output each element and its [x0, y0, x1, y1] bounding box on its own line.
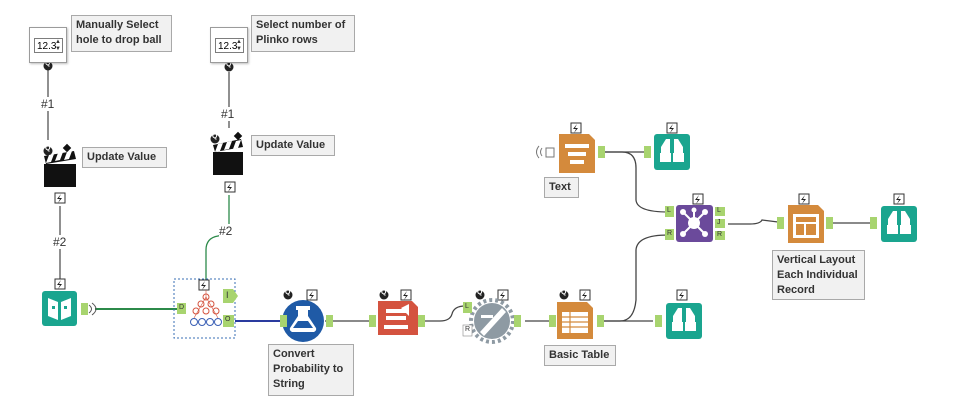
formula-tool[interactable] — [282, 300, 324, 342]
numeric-value: 12.3 — [37, 41, 57, 52]
spinner-arrows-icon[interactable]: ▲▼ — [55, 39, 61, 52]
text-input-tool[interactable] — [559, 134, 595, 173]
numeric-up-down-2-annotation: Select number of Plinko rows — [251, 15, 355, 52]
numeric-up-down-1-annotation: Manually Select hole to drop ball — [71, 15, 172, 52]
q-anchor[interactable] — [379, 290, 389, 300]
q-anchor[interactable] — [43, 146, 53, 156]
basic-table-tool[interactable] — [557, 302, 593, 339]
text-input-annotation: Text — [544, 177, 579, 198]
q-anchors — [43, 61, 569, 300]
output-anchor[interactable] — [597, 315, 604, 327]
input-anchor-r[interactable] — [665, 229, 674, 240]
connection-table-to-union-r[interactable] — [600, 234, 669, 322]
output-anchor[interactable] — [598, 146, 605, 158]
q-anchor-label: Q — [561, 289, 567, 296]
overlay-tool[interactable] — [469, 298, 515, 344]
q-anchor[interactable] — [43, 61, 53, 71]
connection-name: #1 — [41, 97, 55, 111]
input-anchor[interactable] — [549, 315, 556, 327]
connection-union-to-layout[interactable] — [728, 219, 779, 225]
connection-update2-to-plinko[interactable] — [205, 195, 230, 282]
numeric-up-down-tool-1[interactable]: 12.3 ▲▼ — [29, 27, 67, 63]
app-interface-tool[interactable] — [42, 291, 77, 326]
input-anchor[interactable] — [655, 315, 662, 327]
anchor-d-label: D — [179, 304, 185, 311]
q-anchor[interactable] — [210, 134, 220, 144]
basic-table-annotation: Basic Table — [544, 345, 616, 366]
connection-name: #1 — [221, 107, 235, 121]
input-anchor[interactable] — [280, 315, 287, 327]
q-anchor-label: Q — [285, 289, 291, 296]
anchor-i-label: I — [226, 290, 229, 300]
spinner-arrows-icon[interactable]: ▲▼ — [236, 39, 242, 52]
union-tool[interactable] — [676, 205, 713, 242]
connection-name: #2 — [53, 235, 67, 249]
layout-tool[interactable] — [788, 205, 824, 243]
action-tool-update-value-2[interactable] — [213, 131, 243, 175]
q-anchor-label: Q — [381, 289, 387, 296]
output-anchor[interactable] — [81, 303, 88, 315]
output-anchor[interactable] — [418, 315, 425, 327]
anchor-r-label: R — [717, 231, 723, 238]
formula-annotation: Convert Probability to String — [268, 344, 354, 396]
numeric-value: 12.3 — [218, 41, 238, 52]
input-anchor[interactable] — [369, 315, 376, 327]
numeric-up-down-tool-2[interactable]: 12.3 ▲▼ — [210, 27, 248, 63]
browse-tool-layout[interactable] — [881, 206, 917, 242]
layout-annotation: Vertical Layout Each Individual Record — [772, 250, 865, 300]
anchor-r-label: R — [667, 230, 673, 237]
q-anchor-label: Q — [477, 289, 483, 296]
q-anchor[interactable] — [224, 62, 234, 72]
connection-name: #2 — [219, 224, 233, 238]
output-anchor[interactable] — [826, 217, 833, 229]
anchor-l-label: L — [717, 207, 721, 214]
q-anchor-label: Q — [45, 145, 51, 152]
anchor-j-label: J — [717, 219, 721, 226]
q-anchor[interactable] — [559, 290, 569, 300]
q-anchor[interactable] — [283, 290, 293, 300]
connections — [47, 70, 873, 322]
browse-tool-text[interactable] — [654, 134, 690, 170]
radio-wave-icon — [536, 145, 555, 159]
output-anchor[interactable] — [514, 315, 521, 327]
input-anchor-d[interactable] — [177, 303, 186, 314]
plinko-macro-tool[interactable] — [173, 278, 236, 339]
input-anchor[interactable] — [777, 217, 784, 229]
update-value-1-annotation: Update Value — [82, 147, 167, 168]
input-anchor[interactable] — [644, 146, 651, 158]
q-anchor[interactable] — [475, 290, 485, 300]
output-anchor-r[interactable] — [715, 231, 725, 240]
numeric-value-field[interactable]: 12.3 ▲▼ — [34, 38, 63, 53]
input-anchor-i[interactable] — [223, 289, 233, 303]
browse-tool-basic-table[interactable] — [666, 303, 702, 339]
input-anchor-l[interactable] — [463, 302, 472, 313]
report-tool[interactable] — [378, 301, 418, 335]
input-anchor[interactable] — [870, 217, 877, 229]
input-anchor-l[interactable] — [665, 206, 674, 217]
update-value-2-annotation: Update Value — [251, 135, 335, 156]
lightning-glyphs — [57, 124, 901, 300]
output-anchor-j[interactable] — [715, 219, 725, 228]
q-anchor-label: Q — [212, 133, 218, 140]
input-anchor-r[interactable] — [462, 324, 473, 337]
anchor-o-label: O — [225, 316, 231, 323]
output-anchor-o[interactable] — [223, 315, 234, 327]
connection-text-to-union-l[interactable] — [604, 151, 669, 213]
anchor-l-label: L — [667, 207, 671, 214]
q-anchor-label: Q — [226, 61, 232, 68]
q-anchor-label: Q — [45, 60, 51, 67]
anchor-r-label: R — [465, 326, 471, 333]
anchor-l-label: L — [465, 303, 469, 310]
numeric-value-field[interactable]: 12.3 ▲▼ — [215, 38, 244, 53]
output-anchor[interactable] — [326, 315, 333, 327]
output-anchor-l[interactable] — [715, 207, 725, 216]
action-tool-update-value-1[interactable] — [44, 143, 76, 187]
connection-report-to-render[interactable] — [419, 305, 466, 322]
